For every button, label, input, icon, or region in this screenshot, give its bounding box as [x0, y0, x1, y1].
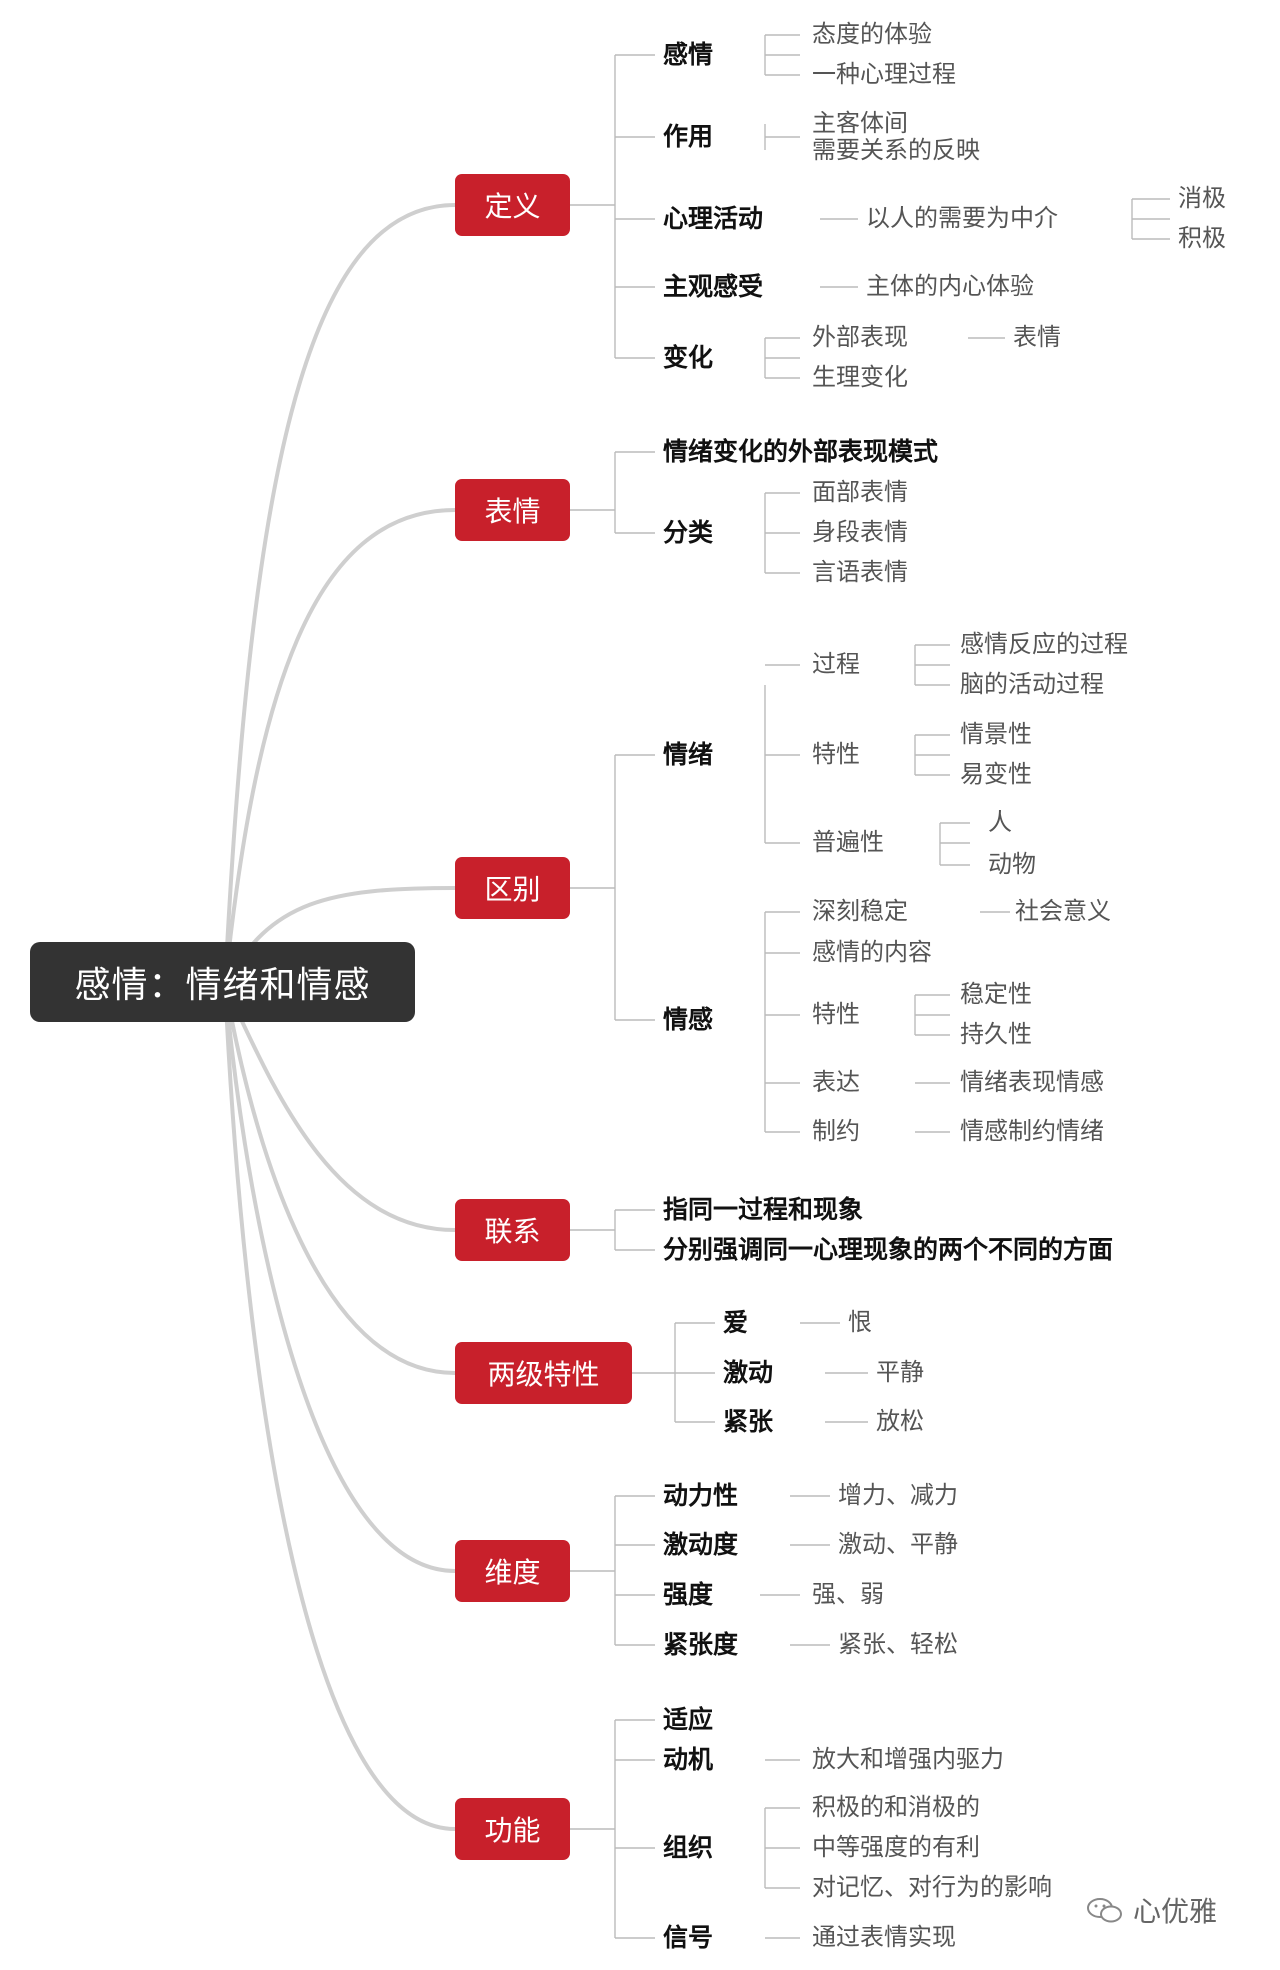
- branch-definition: 定义: [455, 174, 570, 236]
- branch-expression: 表情: [455, 479, 570, 541]
- func-signal: 信号: [663, 1923, 714, 1952]
- diff-emotion-universal-a: 人: [988, 808, 1012, 836]
- func-organize-a: 积极的和消极的: [812, 1793, 980, 1821]
- branch-polarity: 两级特性: [455, 1342, 632, 1404]
- diff-sentiment-trait-b: 持久性: [960, 1020, 1032, 1048]
- diff-sentiment-expression: 表达: [812, 1068, 860, 1096]
- branch-function: 功能: [455, 1798, 570, 1860]
- def-negative: 消极: [1178, 184, 1226, 212]
- polar-relaxed: 放松: [876, 1407, 924, 1435]
- func-organize-b: 中等强度的有利: [812, 1833, 980, 1861]
- branch-dimension: 维度: [455, 1540, 570, 1602]
- watermark: 心优雅: [1085, 1890, 1217, 1930]
- func-organize: 组织: [663, 1833, 714, 1862]
- dim-dynamic-a: 增力、减力: [838, 1481, 958, 1509]
- link-same-process: 指同一过程和现象: [663, 1195, 864, 1224]
- dim-tension: 紧张度: [663, 1630, 739, 1659]
- def-role: 作用: [663, 122, 714, 151]
- diff-emotion-trait-b: 易变性: [960, 760, 1032, 788]
- def-role-b: 需要关系的反映: [812, 136, 980, 164]
- expr-pattern: 情绪变化的外部表现模式: [663, 437, 939, 466]
- dim-intensity-a: 强、弱: [812, 1580, 884, 1608]
- def-change: 变化: [663, 343, 714, 372]
- diff-emotion-universal: 普遍性: [812, 828, 884, 856]
- dim-excitement-a: 激动、平静: [838, 1530, 958, 1558]
- def-feeling-process: 一种心理过程: [812, 60, 956, 88]
- def-mediated-by-need: 以人的需要为中介: [866, 204, 1058, 232]
- diff-sentiment-deep: 深刻稳定: [812, 897, 908, 925]
- diff-sentiment: 情感: [663, 1005, 714, 1034]
- diff-emotion-process-b: 脑的活动过程: [960, 670, 1104, 698]
- func-motivation: 动机: [663, 1745, 714, 1774]
- def-feeling-attitude: 态度的体验: [812, 20, 932, 48]
- branch-difference: 区别: [455, 857, 570, 919]
- diff-sentiment-control-a: 情感制约情绪: [960, 1117, 1104, 1145]
- polar-hate: 恨: [848, 1308, 872, 1336]
- expr-face: 面部表情: [812, 478, 908, 506]
- def-external: 外部表现: [812, 323, 908, 351]
- def-physiological: 生理变化: [812, 363, 908, 391]
- func-adapt: 适应: [663, 1705, 714, 1734]
- watermark-text: 心优雅: [1133, 1895, 1218, 1928]
- dim-dynamic: 动力性: [663, 1481, 739, 1510]
- link-two-aspects: 分别强调同一心理现象的两个不同的方面: [663, 1235, 1114, 1264]
- dim-intensity: 强度: [663, 1580, 714, 1609]
- polar-excited: 激动: [723, 1358, 774, 1387]
- diff-sentiment-expression-a: 情绪表现情感: [960, 1068, 1104, 1096]
- branch-relation: 联系: [455, 1199, 570, 1261]
- diff-emotion: 情绪: [663, 740, 714, 769]
- diff-sentiment-control: 制约: [812, 1117, 860, 1145]
- def-subjective: 主观感受: [663, 272, 764, 301]
- diff-sentiment-social: 社会意义: [1015, 897, 1111, 925]
- func-organize-c: 对记忆、对行为的影响: [812, 1873, 1052, 1901]
- func-motivation-a: 放大和增强内驱力: [812, 1745, 1004, 1773]
- root-node: 感情：情绪和情感: [30, 942, 415, 1022]
- diff-emotion-process: 过程: [812, 650, 860, 678]
- def-mental-activity: 心理活动: [663, 204, 764, 233]
- wechat-icon: [1087, 1898, 1122, 1923]
- def-external-expression: 表情: [1013, 323, 1061, 351]
- expr-category: 分类: [663, 518, 714, 547]
- polar-tense: 紧张: [723, 1407, 774, 1436]
- diff-emotion-process-a: 感情反应的过程: [960, 630, 1128, 658]
- polar-love: 爱: [723, 1308, 749, 1337]
- dim-excitement: 激动度: [663, 1530, 739, 1559]
- diff-emotion-trait: 特性: [812, 740, 860, 768]
- diff-sentiment-content: 感情的内容: [812, 938, 932, 966]
- diff-emotion-trait-a: 情景性: [960, 720, 1032, 748]
- expr-body: 身段表情: [812, 518, 908, 546]
- diff-sentiment-trait: 特性: [812, 1000, 860, 1028]
- func-signal-a: 通过表情实现: [812, 1923, 956, 1951]
- def-inner-experience: 主体的内心体验: [866, 272, 1034, 300]
- diff-emotion-universal-b: 动物: [988, 850, 1036, 878]
- dim-tension-a: 紧张、轻松: [838, 1630, 958, 1658]
- def-feeling: 感情: [663, 40, 714, 69]
- expr-speech: 言语表情: [812, 558, 908, 586]
- diff-sentiment-trait-a: 稳定性: [960, 980, 1032, 1008]
- def-positive: 积极: [1178, 224, 1226, 252]
- polar-calm: 平静: [876, 1358, 924, 1386]
- def-role-a: 主客体间: [812, 109, 908, 137]
